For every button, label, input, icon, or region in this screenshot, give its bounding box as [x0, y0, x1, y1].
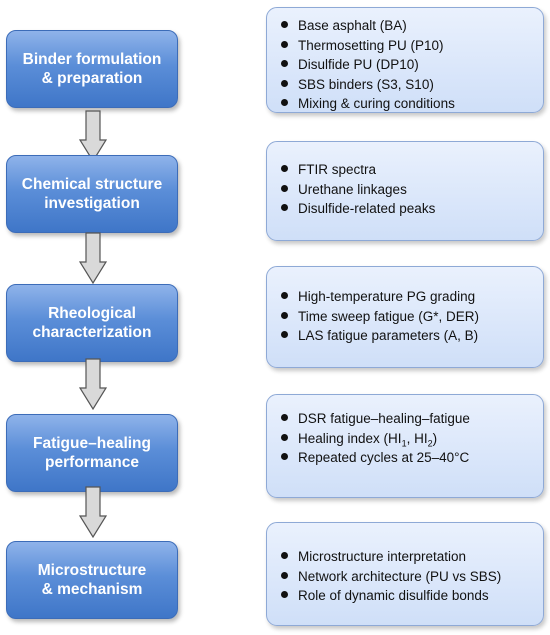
detail-item: Disulfide PU (DP10)	[281, 55, 533, 75]
detail-list: Microstructure interpretation Network ar…	[281, 547, 533, 606]
step-title: Microstructure & mechanism	[37, 562, 147, 598]
bullet-icon	[281, 292, 288, 299]
bullet-icon	[281, 331, 288, 338]
detail-text: Disulfide-related peaks	[298, 201, 436, 216]
step-title: Fatigue–healing performance	[33, 435, 151, 471]
detail-text: Disulfide PU (DP10)	[298, 57, 419, 72]
bullet-icon	[281, 79, 288, 87]
detail-list: High-temperature PG grading Time sweep f…	[281, 287, 533, 346]
step-box-binder-formulation: Binder formulation & preparation	[6, 30, 178, 108]
step-title: Rheological characterization	[32, 305, 152, 341]
bullet-icon	[281, 40, 288, 48]
detail-box-fatigue-healing: DSR fatigue–healing–fatigue Healing inde…	[266, 394, 544, 498]
bullet-icon	[281, 453, 288, 460]
detail-text: High-temperature PG grading	[298, 289, 476, 304]
down-arrow-icon	[79, 232, 107, 284]
bullet-icon	[281, 21, 288, 28]
detail-item: Network architecture (PU vs SBS)	[281, 567, 533, 587]
detail-item: FTIR spectra	[281, 160, 533, 180]
down-arrow-icon	[79, 486, 107, 538]
detail-text: FTIR spectra	[298, 162, 377, 177]
detail-text: Healing index (HI1, HI2)	[298, 430, 438, 449]
detail-text: Time sweep fatigue (G*, DER)	[298, 308, 480, 324]
detail-item: Disulfide-related peaks	[281, 199, 533, 219]
bullet-icon	[281, 204, 288, 211]
detail-item: Microstructure interpretation	[281, 547, 533, 567]
detail-box-microstructure: Microstructure interpretation Network ar…	[266, 522, 544, 626]
detail-item: High-temperature PG grading	[281, 287, 533, 307]
step-title: Chemical structure investigation	[21, 176, 163, 212]
step-box-chemical-structure: Chemical structure investigation	[6, 155, 178, 233]
detail-text: Network architecture (PU vs SBS)	[298, 568, 502, 584]
detail-text: Base asphalt (BA)	[298, 18, 407, 33]
step-box-rheological: Rheological characterization	[6, 284, 178, 362]
detail-list: FTIR spectra Urethane linkages Disulfide…	[281, 160, 533, 219]
detail-text: Repeated cycles at 25–40°C	[298, 450, 470, 465]
detail-item: Healing index (HI1, HI2)	[281, 429, 533, 449]
detail-text: DSR fatigue–healing–fatigue	[298, 411, 470, 426]
detail-text: Thermosetting PU (P10)	[298, 37, 444, 53]
detail-text: Role of dynamic disulfide bonds	[298, 588, 489, 603]
detail-item: DSR fatigue–healing–fatigue	[281, 409, 533, 429]
detail-item: Mixing & curing conditions	[281, 94, 533, 114]
detail-item: Time sweep fatigue (G*, DER)	[281, 307, 533, 327]
down-arrow-icon	[79, 110, 107, 162]
detail-box-chemical-structure: FTIR spectra Urethane linkages Disulfide…	[266, 141, 544, 241]
bullet-icon	[281, 184, 288, 192]
detail-item: LAS fatigue parameters (A, B)	[281, 326, 533, 346]
detail-item: Role of dynamic disulfide bonds	[281, 586, 533, 606]
bullet-icon	[281, 311, 288, 319]
detail-text: Mixing & curing conditions	[298, 96, 455, 111]
step-title: Binder formulation & preparation	[22, 51, 162, 87]
detail-item: Urethane linkages	[281, 180, 533, 200]
bullet-icon	[281, 165, 288, 172]
detail-text: LAS fatigue parameters (A, B)	[298, 328, 479, 343]
bullet-icon	[281, 60, 288, 67]
step-box-fatigue-healing: Fatigue–healing performance	[6, 414, 178, 492]
detail-item: Thermosetting PU (P10)	[281, 36, 533, 56]
bullet-icon	[281, 571, 288, 579]
down-arrow-icon	[79, 358, 107, 410]
bullet-icon	[281, 591, 288, 598]
bullet-icon	[281, 414, 288, 421]
detail-list: Base asphalt (BA) Thermosetting PU (P10)…	[281, 16, 533, 114]
detail-text: SBS binders (S3, S10)	[298, 76, 434, 92]
detail-text: Urethane linkages	[298, 181, 407, 197]
bullet-icon	[281, 552, 288, 559]
detail-box-binder-formulation: Base asphalt (BA) Thermosetting PU (P10)…	[266, 7, 544, 113]
step-box-microstructure: Microstructure & mechanism	[6, 541, 178, 619]
bullet-icon	[281, 99, 288, 106]
detail-box-rheological: High-temperature PG grading Time sweep f…	[266, 266, 544, 368]
detail-item: Repeated cycles at 25–40°C	[281, 448, 533, 468]
detail-list: DSR fatigue–healing–fatigue Healing inde…	[281, 409, 533, 468]
detail-item: SBS binders (S3, S10)	[281, 75, 533, 95]
detail-text: Microstructure interpretation	[298, 549, 467, 564]
bullet-icon	[281, 433, 288, 441]
detail-item: Base asphalt (BA)	[281, 16, 533, 36]
